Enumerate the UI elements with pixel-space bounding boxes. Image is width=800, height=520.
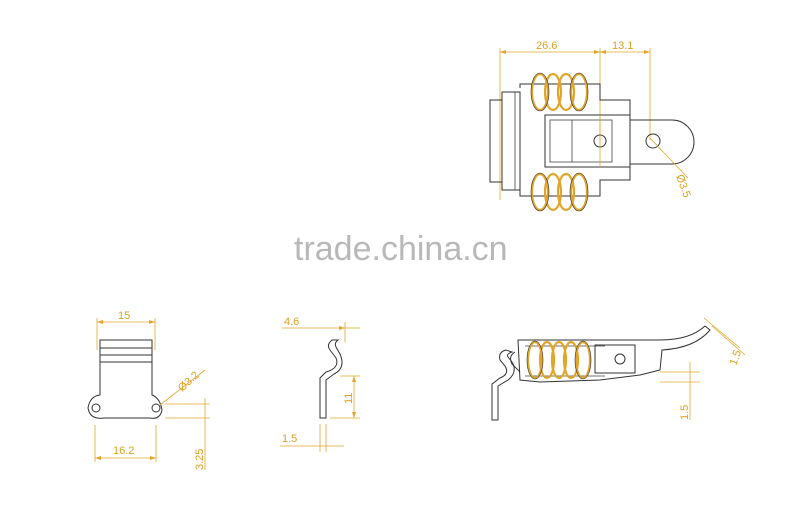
spring-bottom — [530, 172, 589, 212]
dim-side-1-5: 1.5 — [282, 433, 297, 445]
top-view: 26.6 13.1 Ø3.5 — [489, 40, 695, 212]
dim-side-4-6: 4.6 — [284, 316, 299, 328]
spring-assembly — [526, 340, 592, 380]
assembly-view: 1.5 1.5 — [491, 317, 746, 421]
dim-assembly-1-5-bottom: 1.5 — [679, 405, 691, 420]
dim-top-13-1: 13.1 — [612, 40, 633, 52]
spring-top — [530, 72, 589, 112]
dim-front-16-2: 16.2 — [113, 445, 134, 457]
dim-front-15: 15 — [118, 310, 130, 322]
dim-top-26-6: 26.6 — [536, 40, 557, 52]
dim-front-3-25: 3.25 — [194, 449, 206, 470]
front-view: 15 16.2 Ø3.2 3.25 — [87, 310, 210, 470]
dim-side-11: 11 — [343, 393, 355, 404]
watermark: trade.china.cn — [294, 230, 508, 268]
dim-front-hole: Ø3.2 — [176, 369, 202, 394]
dim-top-hole: Ø3.5 — [673, 173, 692, 200]
dim-assembly-1-5-right: 1.5 — [728, 349, 745, 367]
side-view: 4.6 11 1.5 — [280, 316, 360, 452]
